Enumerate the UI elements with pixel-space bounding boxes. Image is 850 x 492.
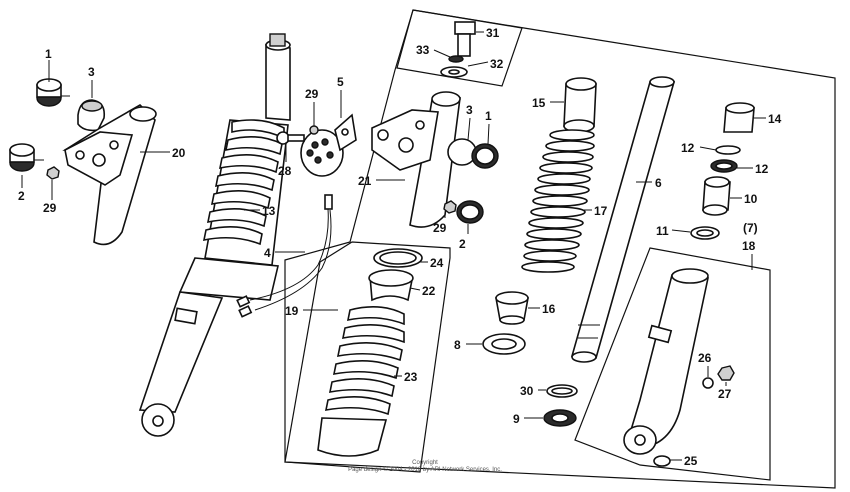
callout-21: 21 — [358, 174, 372, 188]
callout-20: 20 — [172, 146, 186, 160]
callout-17: 17 — [594, 204, 608, 218]
ring-12b — [710, 159, 738, 173]
screw-27 — [717, 365, 735, 381]
bushing-14 — [723, 102, 755, 133]
callout-3a: 3 — [88, 65, 95, 79]
seal-9 — [543, 409, 577, 427]
bolt-31 — [454, 21, 476, 57]
callout-33: 33 — [416, 43, 430, 57]
nut-29c — [443, 200, 457, 214]
washer-32 — [440, 66, 468, 78]
callout-31: 31 — [486, 26, 500, 40]
callout-2b: 2 — [459, 237, 466, 251]
bushing-10 — [702, 176, 731, 216]
grommet-3b — [447, 138, 477, 166]
callout-13: 13 — [262, 204, 276, 218]
callout-6: 6 — [655, 176, 662, 190]
callout-5: 5 — [337, 75, 344, 89]
washer-26 — [702, 377, 714, 389]
copyright-line1: Copyright — [412, 460, 438, 466]
callout-8: 8 — [454, 338, 461, 352]
slider-18 — [623, 268, 709, 455]
horn-5 — [300, 113, 357, 177]
ring-24 — [373, 248, 423, 268]
callout-11: 11 — [656, 224, 669, 238]
boot-group-frame — [284, 241, 451, 473]
callout-10: 10 — [744, 192, 758, 206]
bracket-20 — [62, 104, 157, 246]
copyright-line2: Page design © 2004 - 2018 by ARI Network… — [348, 466, 502, 473]
callout-9: 9 — [513, 412, 520, 426]
callout-12b: 12 — [755, 162, 769, 176]
callout-22: 22 — [422, 284, 436, 298]
callout-7: (7) — [743, 221, 758, 235]
inner-tube-6 — [570, 76, 676, 363]
callout-1a: 1 — [45, 47, 52, 61]
callout-12a: 12 — [681, 141, 695, 155]
callout-15: 15 — [532, 96, 546, 110]
callout-32: 32 — [490, 57, 504, 71]
callout-1b: 1 — [485, 109, 492, 123]
piston-16 — [495, 291, 529, 325]
callout-19: 19 — [285, 304, 299, 318]
cap-2b — [456, 200, 484, 224]
callout-18: 18 — [742, 239, 756, 253]
callout-4: 4 — [264, 246, 271, 260]
cap-2a — [9, 143, 44, 172]
callout-28: 28 — [278, 164, 292, 178]
slider-group-frame — [574, 247, 771, 481]
callout-25: 25 — [684, 454, 698, 468]
seat-8 — [482, 333, 526, 355]
callout-29c: 29 — [433, 221, 447, 235]
bolt-28 — [276, 131, 305, 145]
cap-1a — [36, 78, 70, 107]
callout-27: 27 — [718, 387, 732, 401]
seal-11 — [690, 226, 720, 240]
callout-29b: 29 — [305, 87, 319, 101]
callout-24: 24 — [430, 256, 444, 270]
ring-12a — [715, 145, 741, 155]
fork-boot-13 — [202, 119, 285, 246]
bracket-21 — [371, 91, 461, 228]
bolt-group-frame — [396, 9, 523, 87]
callout-26: 26 — [698, 351, 712, 365]
nut-29a — [46, 166, 60, 180]
callout-2a: 2 — [18, 189, 25, 203]
washer-33 — [448, 55, 464, 63]
callout-30: 30 — [520, 384, 534, 398]
bolt-25 — [653, 455, 671, 467]
callout-29a: 29 — [43, 201, 57, 215]
guide-22 — [368, 269, 414, 302]
cap-1b — [471, 143, 499, 169]
washer-29b — [309, 125, 319, 135]
grommet-3a — [77, 99, 106, 132]
boot-23 — [317, 306, 405, 457]
spring-17 — [521, 129, 595, 273]
collar-15 — [563, 77, 597, 133]
wire-4 — [236, 194, 333, 318]
callout-3b: 3 — [466, 103, 473, 117]
callout-23: 23 — [404, 370, 418, 384]
callout-14: 14 — [768, 112, 782, 126]
clip-30 — [546, 384, 578, 398]
callout-16: 16 — [542, 302, 556, 316]
